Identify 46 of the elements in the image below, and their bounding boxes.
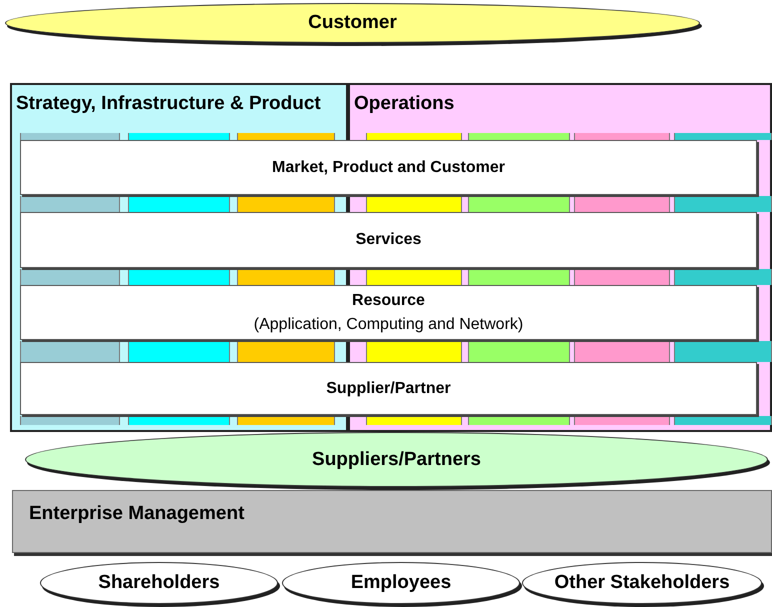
column-segment [574, 196, 670, 212]
column-segment [468, 269, 570, 285]
column-segment [237, 269, 335, 285]
layer-title: Resource [352, 292, 425, 310]
column-segment [468, 196, 570, 212]
panel-title: Operations [354, 93, 454, 115]
column-segment [468, 133, 570, 140]
layer-subtitle: (Application, Computing and Network) [254, 316, 524, 334]
column-segment [674, 416, 772, 425]
column-segment [128, 269, 230, 285]
layer-title: Market, Product and Customer [272, 158, 505, 176]
column-segment [128, 196, 230, 212]
column-segment [20, 133, 120, 140]
column-segment [366, 196, 462, 212]
column-segment [468, 341, 570, 362]
column-segment [366, 133, 462, 140]
layer-box [20, 285, 757, 340]
column-segment [674, 196, 772, 212]
column-segment [20, 269, 120, 285]
column-segment [366, 269, 462, 285]
column-segment [128, 341, 230, 362]
layer-box [20, 362, 757, 415]
column-segment [674, 269, 772, 285]
column-segment [366, 341, 462, 362]
column-segment [237, 196, 335, 212]
column-segment [20, 341, 120, 362]
layer-box [20, 140, 757, 195]
column-segment [574, 341, 670, 362]
layer-box [20, 212, 757, 268]
layer-title: Services [356, 231, 422, 249]
column-segment [20, 196, 120, 212]
column-segment [674, 341, 772, 362]
stakeholder-ellipse: Employees [282, 562, 520, 604]
column-segment [128, 133, 230, 140]
column-segment [674, 133, 772, 140]
stakeholder-ellipse: Shareholders [40, 562, 278, 604]
suppliers-ellipse: Suppliers/Partners [25, 432, 768, 487]
column-segment [237, 133, 335, 140]
panel-title: Strategy, Infrastructure & Product [16, 93, 321, 115]
stakeholder-ellipse: Other Stakeholders [522, 562, 762, 604]
column-segment [574, 133, 670, 140]
customer-ellipse: Customer [5, 3, 700, 43]
management-band: Enterprise Management [12, 490, 772, 553]
column-segment [574, 269, 670, 285]
column-segment [237, 341, 335, 362]
layer-title: Supplier/Partner [326, 380, 451, 398]
